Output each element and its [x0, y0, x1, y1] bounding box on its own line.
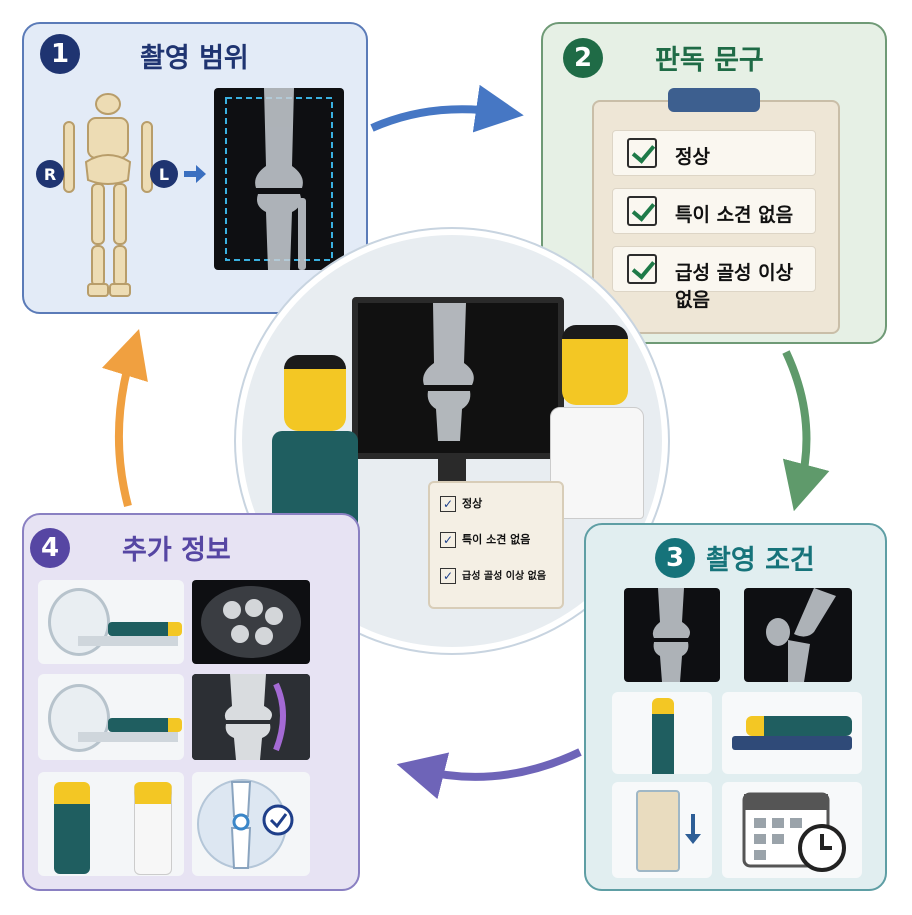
checklist-item: 특이 소견 없음 — [612, 188, 816, 234]
mri-scanner-tile — [38, 674, 184, 760]
knee-xray-ap-view — [624, 588, 720, 682]
checkbox-checked-icon — [627, 196, 657, 226]
doctor-figure — [542, 315, 652, 575]
step-3-title: 촬영 조건 — [706, 545, 815, 576]
skeleton-figure — [63, 93, 153, 297]
monitor — [352, 297, 564, 459]
patient-figure — [266, 345, 362, 595]
right-arrow-icon — [184, 165, 206, 183]
mri-knee-image — [192, 674, 310, 760]
standing-legs — [636, 790, 680, 872]
checklist-item: ✓정상 — [440, 495, 482, 512]
checkbox-checked-icon: ✓ — [440, 532, 456, 548]
arrow-step1-to-step2 — [370, 84, 524, 133]
exam-table — [732, 736, 852, 750]
knee-xray-lateral-view — [744, 588, 852, 682]
checklist-item: 정상 — [612, 130, 816, 176]
clipboard-clip — [668, 88, 760, 112]
checkbox-checked-icon — [627, 254, 657, 284]
step-1-badge: 1 — [40, 34, 80, 74]
step-4-badge: 4 — [30, 528, 70, 568]
knee-check-tile — [192, 772, 310, 876]
step-4-title: 추가 정보 — [122, 535, 231, 566]
calendar-clock-icon — [742, 792, 846, 872]
center-checklist-card: ✓정상 ✓특이 소견 없음 ✓급성 골성 이상 없음 — [428, 481, 564, 609]
doctor-head — [562, 325, 628, 405]
checkbox-checked-icon: ✓ — [440, 496, 456, 512]
central-consultation-scene: ✓정상 ✓특이 소견 없음 ✓급성 골성 이상 없음 — [236, 229, 668, 653]
ct-scanner-tile — [38, 580, 184, 664]
arrow-step3-to-step4 — [396, 748, 582, 800]
checklist-item: ✓급성 골성 이상 없음 — [440, 567, 546, 584]
step-3-badge: 3 — [655, 538, 695, 578]
ct-axial-image — [192, 580, 310, 664]
patient-figure — [54, 782, 90, 874]
patient-on-bed — [108, 718, 182, 732]
schedule-tile — [722, 782, 862, 878]
checkbox-checked-icon: ✓ — [440, 568, 456, 584]
patient-on-bed — [108, 622, 182, 636]
clinical-exam-tile — [38, 772, 184, 876]
patient-body — [272, 431, 358, 527]
doctor-body — [550, 407, 644, 519]
checkbox-checked-icon — [627, 138, 657, 168]
lying-figure — [746, 716, 852, 736]
step-2-badge: 2 — [563, 38, 603, 78]
weight-bearing-tile — [612, 782, 712, 878]
step-2-title: 판독 문구 — [655, 45, 764, 76]
arrow-step2-to-step3 — [782, 350, 830, 512]
monitor-stand — [438, 453, 466, 483]
scanner-bed — [78, 732, 178, 742]
down-arrow-icon — [685, 814, 701, 844]
standing-posture-tile — [612, 692, 712, 774]
lying-posture-tile — [722, 692, 862, 774]
right-side-marker: R — [36, 160, 64, 188]
checklist-item: 급성 골성 이상 없음 — [612, 246, 816, 311]
doctor-figure — [134, 782, 172, 875]
checklist-item: ✓특이 소견 없음 — [440, 531, 530, 548]
left-side-marker: L — [150, 160, 178, 188]
scanner-bed — [78, 636, 178, 646]
patient-head — [284, 355, 346, 431]
standing-figure — [652, 698, 674, 774]
arrow-step4-to-step1 — [102, 329, 148, 508]
knee-check-icon — [197, 779, 294, 869]
step-1-title: 촬영 범위 — [140, 43, 249, 74]
knee-xray-full-length — [214, 88, 344, 270]
